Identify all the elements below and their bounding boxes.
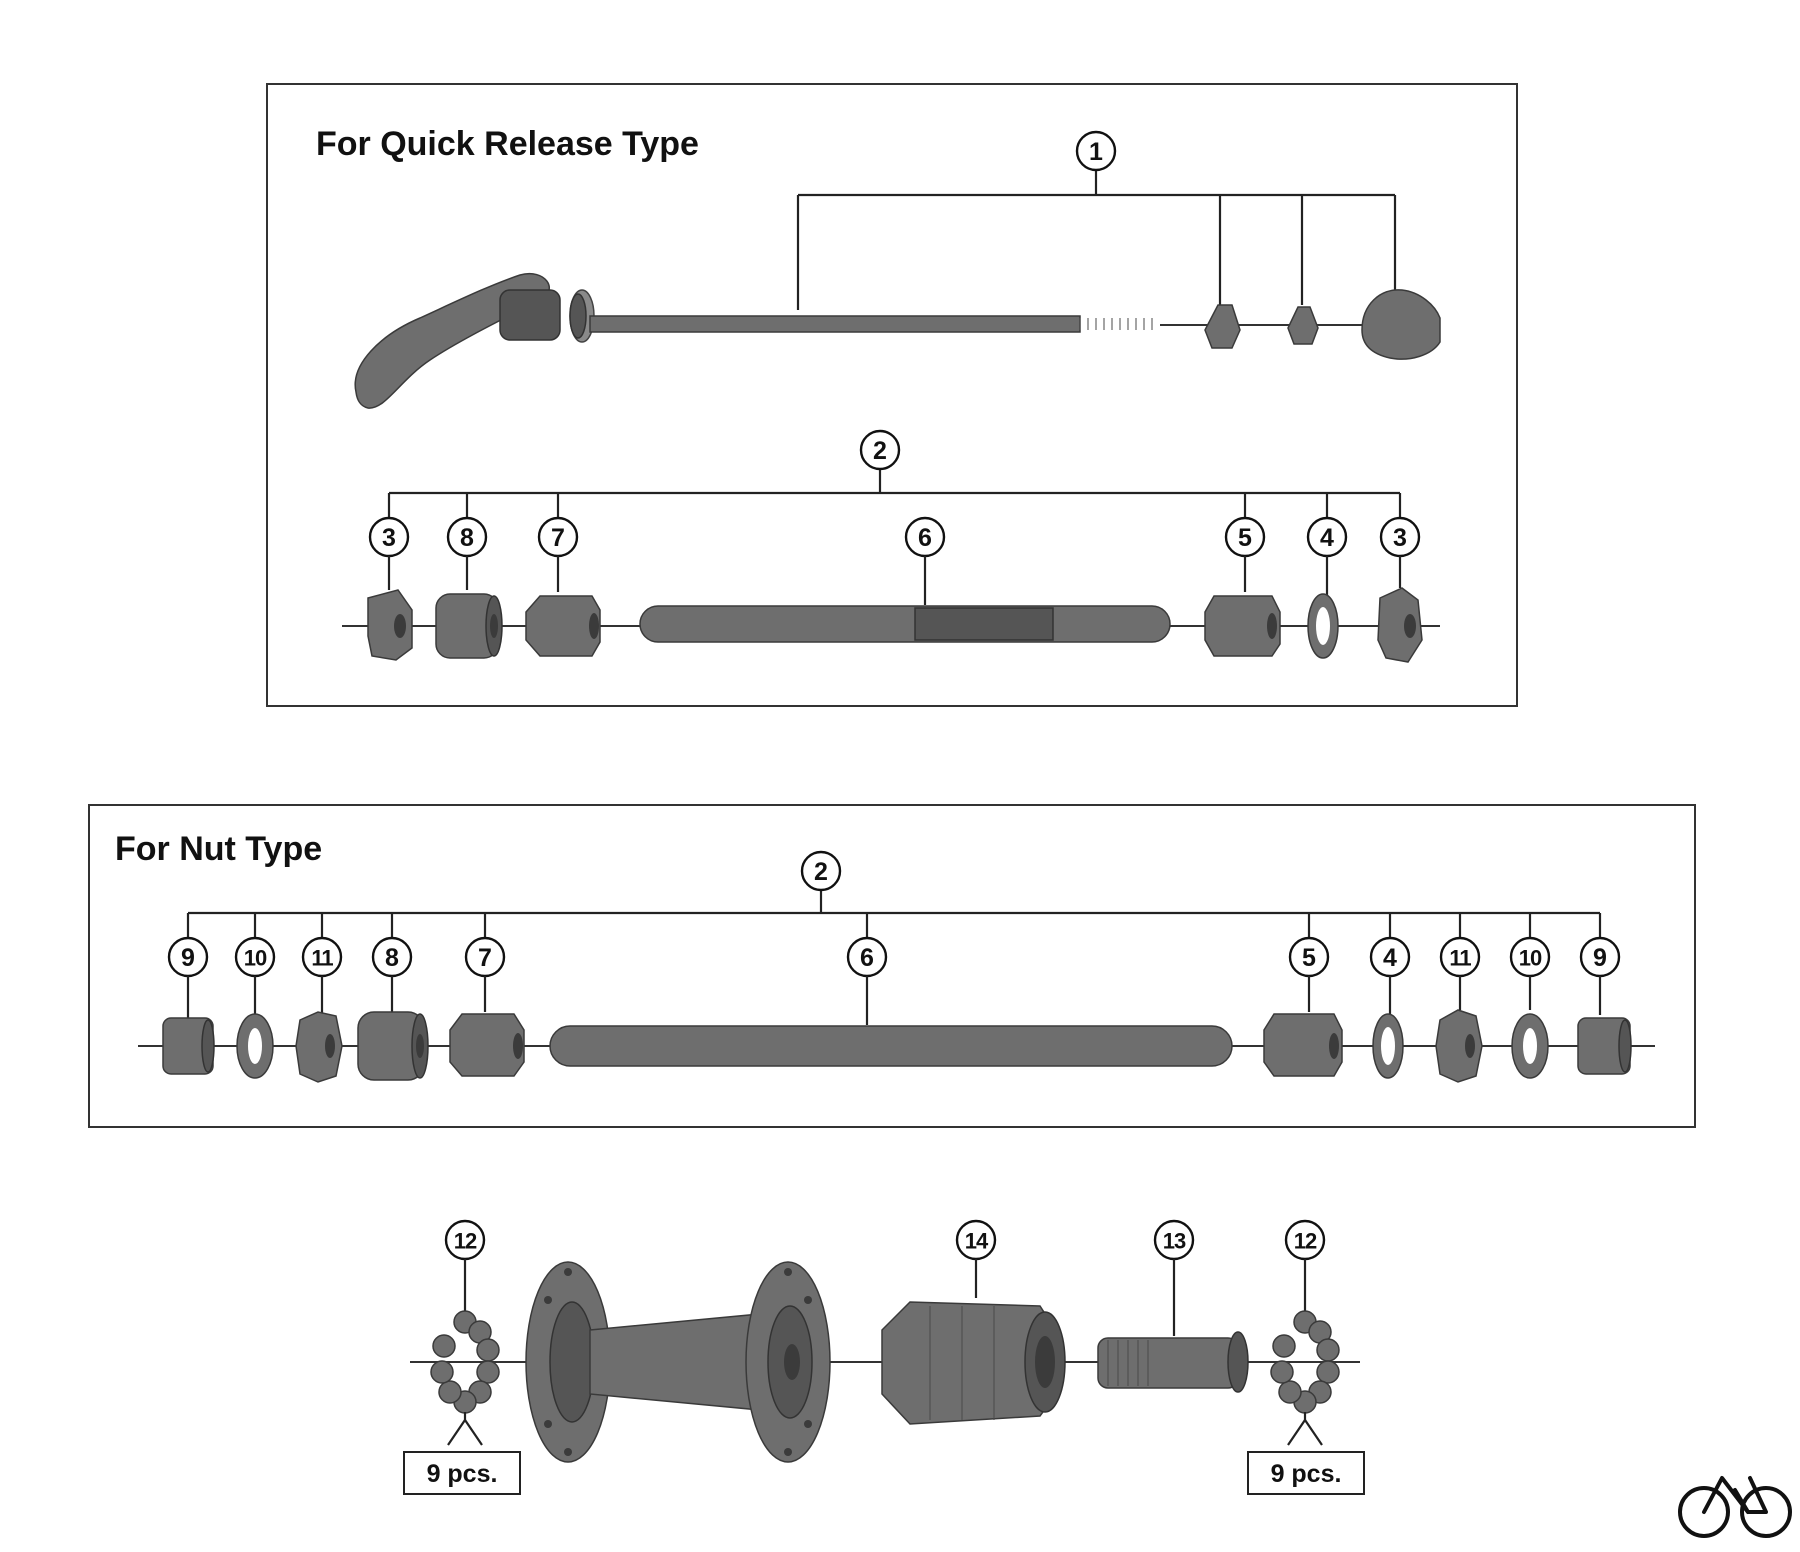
cone-left [525, 595, 601, 657]
adjusting-nut [1361, 289, 1441, 360]
svg-text:12: 12 [1294, 1229, 1317, 1254]
nut-callout-2: 2 [800, 850, 842, 892]
spring-right [1287, 306, 1319, 345]
nut-type-title: For Nut Type [115, 830, 322, 868]
nut-type-panel: For Nut Type 2 9 10 11 [88, 804, 1696, 1128]
skewer-shaft [589, 315, 1081, 333]
svg-text:6: 6 [860, 944, 874, 972]
callout-1: 1 [1075, 130, 1117, 172]
svg-text:5: 5 [1238, 524, 1252, 552]
quantity-label-right: 9 pcs. [1247, 1412, 1365, 1495]
svg-text:8: 8 [385, 944, 399, 972]
cone-left [449, 1013, 525, 1077]
svg-text:9: 9 [1593, 944, 1607, 972]
svg-text:10: 10 [244, 946, 267, 971]
freehub-bolt [1097, 1331, 1249, 1393]
svg-text:7: 7 [551, 524, 565, 552]
svg-text:10: 10 [1519, 946, 1542, 971]
callout-1-leaders [796, 170, 1397, 310]
lock-nut-left [367, 589, 413, 661]
svg-text:6: 6 [918, 524, 932, 552]
cam-housing [499, 289, 561, 341]
nut-row-stems [186, 976, 1602, 1025]
quick-release-skewer [354, 272, 1441, 409]
svg-text:9 pcs.: 9 pcs. [1271, 1460, 1342, 1488]
hub-axle [549, 1025, 1233, 1067]
qr-row-callouts: 3 8 7 6 5 4 3 [368, 516, 1421, 558]
hub-barrel [589, 1313, 761, 1411]
quick-release-panel: For Quick Release Type 1 [266, 83, 1518, 707]
nut-axle-row [138, 1009, 1655, 1083]
callout-2: 2 [859, 429, 901, 471]
lock-nut-right [1377, 587, 1423, 663]
svg-text:14: 14 [965, 1229, 989, 1254]
svg-text:2: 2 [814, 858, 828, 886]
svg-text:12: 12 [454, 1229, 477, 1254]
bicycle-icon [1678, 1476, 1792, 1538]
freehub-body [881, 1301, 1066, 1425]
svg-text:4: 4 [1383, 944, 1397, 972]
quick-release-frame [266, 83, 1518, 707]
svg-text:5: 5 [1302, 944, 1316, 972]
svg-text:8: 8 [460, 524, 474, 552]
nut-row-callouts: 9 10 11 8 7 6 5 4 11 10 9 [167, 936, 1621, 978]
lock-nut-left [295, 1011, 343, 1083]
callout-2-leaders [387, 470, 1402, 518]
skewer-thread [1079, 318, 1153, 330]
quick-release-title: For Quick Release Type [316, 125, 699, 163]
svg-text:13: 13 [1163, 1229, 1186, 1254]
svg-text:11: 11 [311, 946, 333, 971]
svg-text:4: 4 [1320, 524, 1334, 552]
lock-nut-right [1435, 1009, 1483, 1083]
quantity-label-left: 9 pcs. [403, 1412, 521, 1495]
svg-text:9 pcs.: 9 pcs. [427, 1460, 498, 1488]
qr-axle-row [342, 587, 1440, 663]
cone-right [1263, 1013, 1343, 1077]
nut-callout-2-leaders [186, 891, 1602, 937]
svg-text:11: 11 [1449, 946, 1471, 971]
svg-text:3: 3 [382, 524, 396, 552]
hub-body-section: 12 14 13 12 [403, 1219, 1365, 1495]
hub-row-callouts: 12 14 13 12 [444, 1219, 1326, 1261]
cone-right [1204, 595, 1281, 657]
svg-text:2: 2 [873, 437, 887, 465]
spring-left [1204, 304, 1241, 349]
svg-text:3: 3 [1393, 524, 1407, 552]
svg-text:1: 1 [1089, 138, 1103, 166]
svg-text:7: 7 [478, 944, 492, 972]
qr-row-stems [387, 556, 1402, 605]
hub-row-stems [463, 1259, 1307, 1336]
ball-bearings-left [430, 1310, 500, 1414]
hub-shell [525, 1261, 831, 1463]
nut-type-frame [88, 804, 1696, 1128]
hub-axle [639, 605, 1171, 643]
svg-text:9: 9 [181, 944, 195, 972]
